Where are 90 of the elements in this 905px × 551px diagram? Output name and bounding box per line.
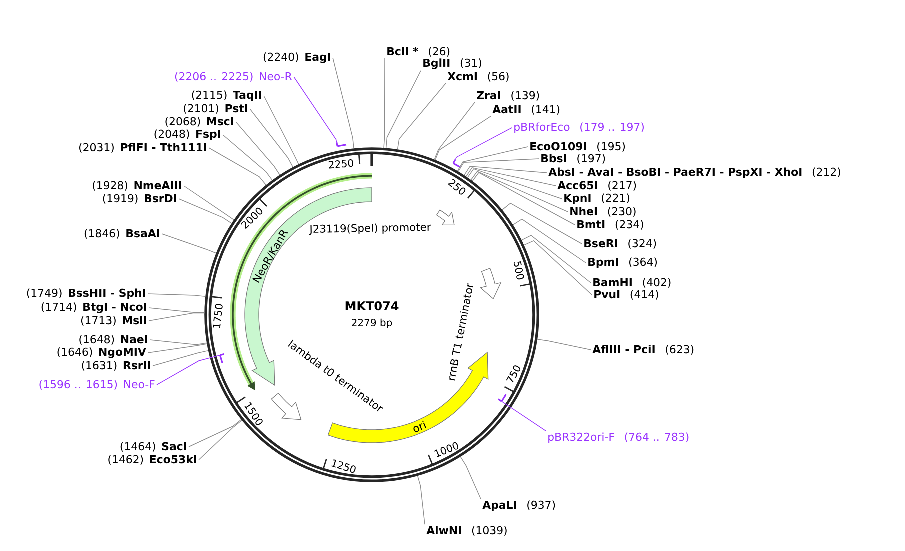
primer-label: (1596 .. 1615) Neo-F (40, 380, 155, 390)
leader-line (148, 294, 206, 298)
leader-line (512, 218, 586, 264)
cut-site-label: (1464) SacI (120, 442, 186, 452)
leader-line (148, 312, 205, 322)
leader-line (501, 401, 546, 432)
leader-line (434, 102, 476, 160)
cut-site-label: (2048) FspI (154, 130, 220, 140)
leader-line (435, 116, 492, 160)
leader-line (537, 339, 592, 350)
cut-site-label: (1919) BsrDI (103, 194, 176, 204)
leader-line (397, 83, 446, 150)
leader-line (458, 158, 540, 172)
leader-line (332, 58, 354, 149)
cut-site-label: BamHI (402) (594, 278, 671, 288)
cut-site-label: (1646) NgoMIV (58, 348, 146, 358)
primer-label: pBR322ori-F (764 .. 783) (548, 432, 689, 444)
tick-label: 250 (448, 178, 466, 195)
leader-line (208, 148, 267, 186)
cut-site-label: (1846) BsaAI (84, 229, 160, 239)
leader-line (236, 122, 280, 176)
cut-site-label: (1713) MslI (81, 316, 146, 326)
cut-site-label: (1714) BtgI - NcoI (42, 302, 146, 314)
cut-site-label: NheI (230) (570, 207, 636, 217)
cut-site-label: (2031) PflFI - Tth111I (80, 143, 206, 153)
leader-line (457, 146, 528, 172)
cut-site-label: BmtI (234) (578, 220, 644, 230)
primer-label: (2206 .. 2225) Neo-R (175, 72, 292, 82)
cut-site-label: (1749) BssHII - SphI (27, 288, 146, 300)
cut-site-label: AflIII - PciI (623) (592, 345, 694, 355)
leader-line (455, 128, 512, 160)
cut-site-label: BglII (31) (424, 58, 482, 70)
leader-line (470, 171, 568, 212)
cut-site-label: Acc65I (217) (558, 181, 636, 191)
tick-label: 1750 (213, 304, 223, 328)
leader-line (162, 234, 217, 254)
tick-label: 2250 (328, 159, 354, 169)
leader-line (464, 166, 548, 176)
leader-line (222, 134, 273, 181)
leader-line (502, 202, 582, 244)
leader-line (386, 70, 422, 149)
cut-site-label: BpmI (364) (588, 258, 657, 268)
leader-line (467, 168, 562, 200)
cut-site-label: (2101) PstI (184, 104, 248, 114)
cut-site-label: BbsI (197) (542, 154, 606, 164)
leader-line (524, 240, 592, 296)
tick-label: 1000 (434, 442, 458, 458)
leader-line (250, 108, 294, 168)
primer-mark (219, 354, 225, 364)
cut-site-label: AatII (141) (492, 105, 560, 115)
cut-site-label: (2240) EagI (264, 52, 330, 64)
cut-site-label: (2115) TaqII (192, 90, 262, 102)
leader-line (384, 58, 386, 148)
leader-line (472, 172, 576, 226)
leader-line (152, 350, 209, 366)
cut-site-label: ZraI (139) (477, 91, 540, 101)
leader-line (184, 186, 235, 220)
cut-site-label: BseRI (324) (584, 239, 656, 249)
leader-line (294, 76, 338, 143)
tick-label: 1250 (332, 460, 356, 474)
cut-site-label: ApaLI (937) (482, 500, 556, 512)
primer-mark (452, 159, 462, 169)
leader-line (198, 420, 242, 460)
leader-line (521, 235, 592, 284)
cut-site-label: AlwNI (1039) (426, 526, 507, 536)
cut-site-label: KpnI (221) (564, 194, 630, 204)
cut-site-label: XcmI (56) (448, 72, 509, 82)
cut-site-label: (1462) Eco53kI (108, 455, 196, 465)
leader-line (148, 308, 205, 314)
cut-site-label: PvuI (414) (594, 290, 658, 300)
leader-line (466, 168, 556, 186)
leader-line (264, 96, 300, 165)
leader-line (188, 419, 242, 448)
cut-site-label: BclI * (26) (388, 47, 450, 57)
primer-mark (498, 394, 507, 402)
cut-site-label: (2068) MscI (166, 117, 234, 127)
primer-label: pBRforEco (179 .. 197) (514, 122, 644, 134)
cut-site-label: AbsI - AvaI - BsoBI - PaeR7I - PspXI - XhoI (212) (548, 168, 840, 178)
cut-site-label: (1928) NmeAIII (93, 181, 182, 191)
tick-label: 750 (506, 366, 521, 383)
cut-site-label: (1648) NaeI (80, 335, 148, 345)
leader-line (417, 476, 426, 525)
leader-line (148, 344, 208, 354)
primer-mark (336, 142, 348, 148)
cut-site-label: (1631) RsrII (82, 361, 150, 371)
leader-line (150, 340, 208, 346)
leader-line (460, 456, 482, 500)
leader-line (178, 198, 232, 224)
leader-line (156, 354, 221, 386)
tick-label: 500 (514, 262, 524, 280)
